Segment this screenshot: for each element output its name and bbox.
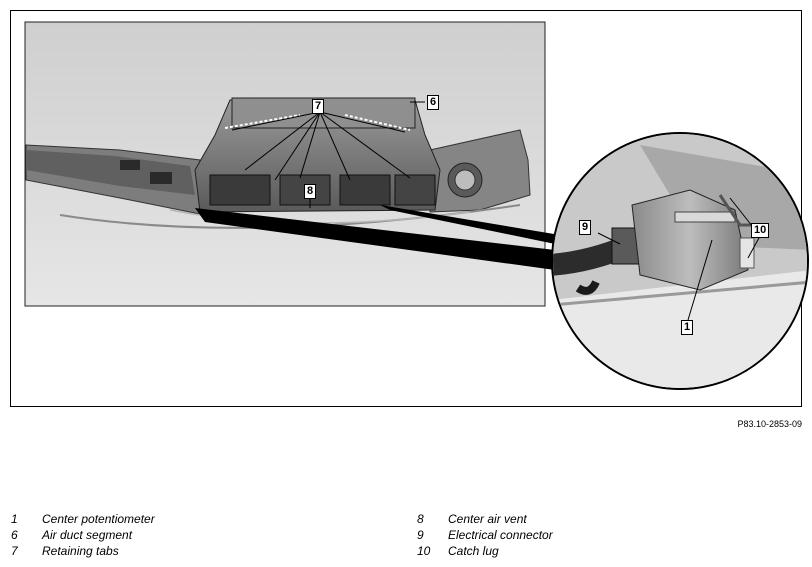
legend-number: 6 xyxy=(11,528,18,542)
legend-item: 9 Electrical connector xyxy=(417,528,553,544)
legend-text: Retaining tabs xyxy=(42,544,119,558)
legend-number: 7 xyxy=(11,544,18,558)
legend-text: Center potentiometer xyxy=(42,512,155,526)
legend-item: 7 Retaining tabs xyxy=(11,544,155,560)
callout-10: 10 xyxy=(751,223,770,238)
legend-text: Air duct segment xyxy=(42,528,133,542)
callout-6: 6 xyxy=(427,95,440,110)
legend-item: 10 Catch lug xyxy=(417,544,553,560)
figure-id: P83.10-2853-09 xyxy=(737,419,802,429)
legend-text: Center air vent xyxy=(448,512,527,526)
legend-number: 9 xyxy=(417,528,424,542)
main-photo xyxy=(24,21,560,307)
legend-number: 10 xyxy=(417,544,431,558)
legend-number: 8 xyxy=(417,512,424,526)
callout-7: 7 xyxy=(312,99,325,114)
legend-item: 1 Center potentiometer xyxy=(11,512,155,528)
callout-1: 1 xyxy=(681,320,694,335)
legend-item: 8 Center air vent xyxy=(417,512,553,528)
legend-right: 8 Center air vent 9 Electrical connector… xyxy=(417,512,553,560)
callout-9: 9 xyxy=(579,220,592,235)
legend-number: 1 xyxy=(11,512,18,526)
legend-text: Catch lug xyxy=(448,544,499,558)
legend-text: Electrical connector xyxy=(448,528,553,542)
callout-8: 8 xyxy=(304,184,317,199)
zoom-detail xyxy=(551,132,809,390)
legend-left: 1 Center potentiometer 6 Air duct segmen… xyxy=(11,512,155,560)
legend-item: 6 Air duct segment xyxy=(11,528,155,544)
